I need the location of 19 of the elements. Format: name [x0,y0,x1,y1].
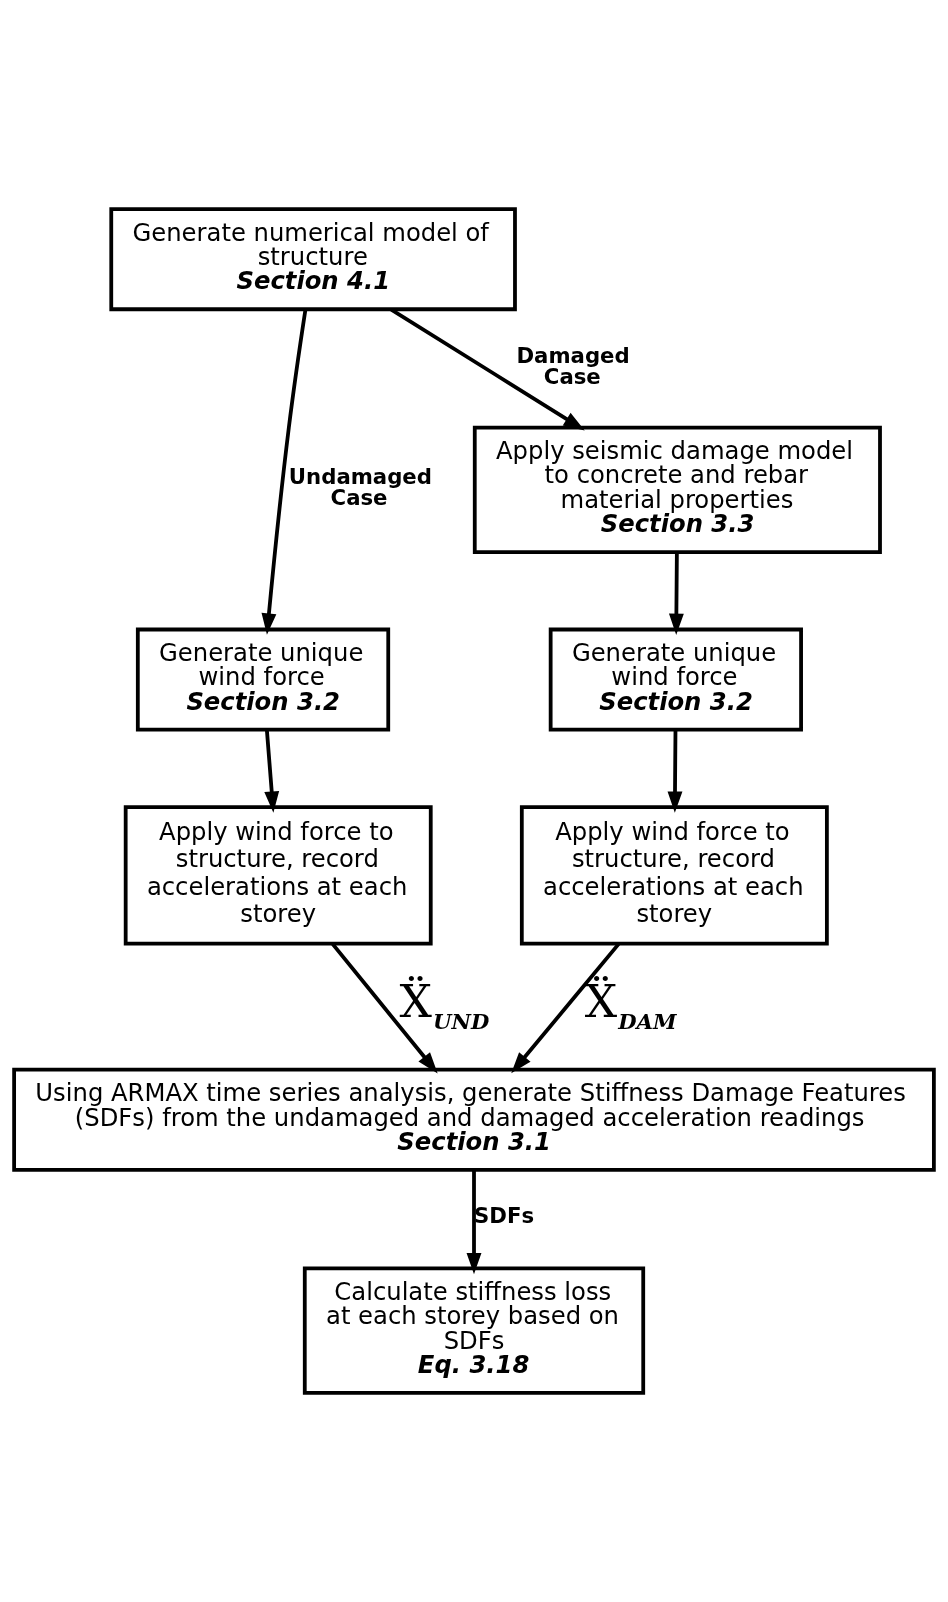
edge-label: Undamaged Case [288,464,432,511]
arrow [511,942,620,1074]
arrow [264,729,280,813]
arrow [667,729,683,813]
node-box: Using ARMAX time series analysis, generate Stiffness Damage Features (SDFs) from the undamaged and damaged acceleration readings Section 3.1 [12,1067,936,1172]
node-box: Generate unique wind force Section 3.2 [135,627,391,732]
node-box: Apply wind force to structure, record accelerations at each storey [123,805,433,946]
arrow [466,1170,482,1275]
node-box: Apply seismic damage model to concrete and rebar material properties Section 3.3 [472,425,882,554]
edge-label: Ẍ$_{DAM}$ [584,974,677,1035]
arrow [261,309,308,635]
node-box: Generate numerical model of structure Section 4.1 [109,207,517,312]
edge-label: Damaged Case [516,342,630,389]
node-box: Calculate stiffness loss at each storey based on SDFs Eq. 3.18 [302,1266,646,1395]
arrow [668,552,684,635]
edge-label: Ẍ$_{UND}$ [399,974,490,1035]
arrow [331,942,438,1074]
node-box: Apply wind force to structure, record accelerations at each storey [519,805,829,946]
node-box: Generate unique wind force Section 3.2 [548,627,803,732]
